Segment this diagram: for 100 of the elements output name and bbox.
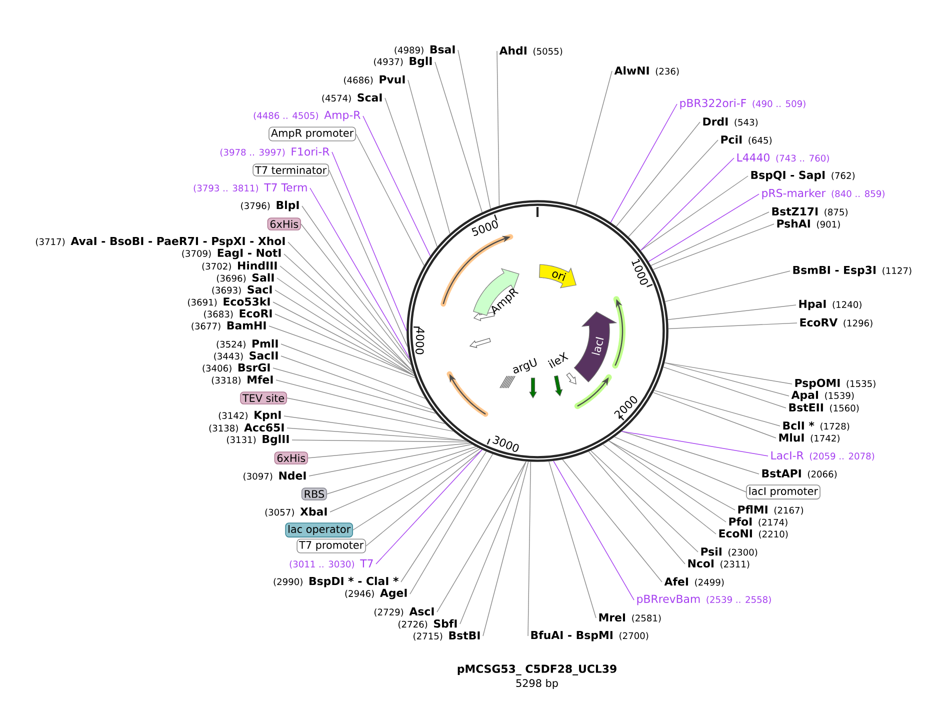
leader-line: [268, 326, 416, 378]
leader-line: [460, 461, 526, 624]
leader-line: [640, 158, 734, 251]
leader-line: [616, 122, 700, 227]
node-label: ileX: [548, 352, 568, 368]
plasmid-ring: [406, 200, 668, 462]
leader-line: [362, 116, 431, 256]
leader-line: [292, 440, 468, 442]
leader-line: [548, 461, 596, 618]
site-label: AhdI (5055): [499, 46, 562, 56]
leader-line: [654, 390, 780, 426]
site-label: (4574) ScaI: [322, 93, 382, 103]
leader-line: [272, 368, 436, 414]
trna-gene: argU: [512, 358, 537, 399]
site-label: EcoNI (2210): [719, 529, 788, 539]
feature-box: AmpR promoter: [268, 126, 356, 142]
length-label: 5298 bp: [516, 678, 558, 690]
leader-line: [496, 50, 500, 206]
leader-line: [308, 442, 470, 458]
tick-label: 1000: [632, 258, 648, 285]
primer-label: (4486 .. 4505) Amp-R: [254, 110, 360, 122]
leader-line: [330, 447, 478, 512]
leader-line: [664, 362, 792, 384]
gene-feature: lacI: [574, 311, 618, 382]
leader-line: [608, 440, 726, 522]
primer-label: (3793 .. 3811) T7 Term: [194, 183, 307, 193]
leader-line: [276, 380, 446, 424]
primer-label: L4440 (743 .. 760): [737, 153, 829, 163]
site-label: (3138) Acc65I: [209, 423, 284, 433]
site-label: (3702) HindIII: [202, 261, 277, 271]
site-label: (3717) AvaI - BsoBI - PaeR7I - PspXI - XhoI: [36, 236, 285, 248]
leader-line: [274, 314, 415, 376]
site-label: BclI * (1728): [783, 421, 850, 431]
feature-box: RBS: [301, 488, 327, 500]
feature-box: lacI promoter: [746, 484, 820, 500]
site-label: (2715) BstBI: [414, 631, 480, 641]
site-label: (3443) SacII: [214, 351, 278, 361]
site-label: (2990) BspDI * - ClaI *: [274, 576, 399, 588]
leader-line: [286, 398, 454, 432]
feature-box: TEV site: [240, 392, 287, 404]
leader-line: [614, 436, 746, 492]
tick-label: 3000: [492, 436, 519, 452]
site-label: ApaI (1539): [791, 390, 854, 402]
site-label: (2946) AgeI: [345, 588, 407, 600]
leader-line: [553, 460, 634, 600]
site-label: (3057) XbaI: [265, 507, 327, 517]
leader-line: [602, 444, 716, 534]
leader-line: [621, 430, 760, 474]
leader-line: [562, 459, 662, 582]
leader-line: [458, 50, 491, 210]
leader-line: [668, 322, 798, 330]
site-label: AfeI (2499): [664, 577, 724, 587]
site-label: (3677) BamHI: [192, 321, 266, 331]
leader-line: [528, 461, 532, 636]
site-label: (4686) PvuI: [344, 75, 405, 85]
site-label: PciI (645): [721, 135, 772, 145]
leader-line: [664, 270, 790, 302]
leader-line: [356, 134, 424, 266]
site-label: (3318) MfeI: [212, 375, 273, 385]
primer-label: pBR322ori-F (490 .. 509): [680, 98, 806, 110]
site-label: (3796) BlpI: [241, 200, 299, 212]
leader-line: [588, 451, 686, 564]
site-label: (3097) NdeI: [244, 471, 306, 481]
leader-line: [408, 80, 450, 234]
site-label: PspOMI (1535): [795, 378, 876, 390]
leader-line: [332, 152, 407, 332]
primer-label: (3011 .. 3030) T7: [290, 559, 373, 569]
leader-line: [590, 450, 698, 552]
feature-box: 6xHis: [267, 218, 301, 230]
site-label: (3406) BsrGI: [202, 363, 270, 373]
leader-line: [610, 104, 678, 223]
site-label: (3709) EagI - NotI: [182, 248, 281, 260]
site-label: (4937) BglI: [374, 56, 432, 68]
leader-line: [628, 140, 718, 238]
site-label: (3691) Eco53kI: [188, 297, 270, 307]
primer-label: pRS-marker (840 .. 859): [762, 188, 884, 200]
leader-line: [302, 206, 410, 361]
site-label: (3131) BglII: [226, 434, 289, 446]
site-label: EcoRV (1296): [800, 318, 872, 328]
primer-label: LacI-R (2059 .. 2078): [771, 451, 874, 461]
site-label: (2729) AscI: [374, 607, 434, 617]
site-label: AlwNI (236): [614, 66, 679, 76]
primer-label: pBRrevBam (2539 .. 2558): [637, 594, 771, 606]
leader-line: [652, 392, 776, 438]
leader-line: [328, 170, 408, 348]
leader-line: [352, 448, 480, 530]
leader-line: [284, 416, 467, 442]
site-label: BstZ17I (875): [772, 207, 848, 217]
map-title: pMCSG53_ C5DF28_UCL39: [458, 664, 616, 676]
site-label: BspQI - SapI (762): [751, 170, 855, 182]
leader-line: [286, 428, 467, 442]
feature-box: T7 terminator: [252, 164, 329, 176]
tick-label: 5000: [472, 220, 498, 236]
feature-box: 6xHis: [274, 452, 308, 464]
site-label: (2726) SbfI: [398, 619, 457, 629]
site-label: HpaI (1240): [799, 300, 862, 310]
tick-label: 4000: [416, 328, 424, 354]
leader-line: [663, 366, 786, 408]
site-label: (4989) BsaI: [394, 45, 455, 55]
site-label: PsiI (2300): [701, 547, 758, 557]
